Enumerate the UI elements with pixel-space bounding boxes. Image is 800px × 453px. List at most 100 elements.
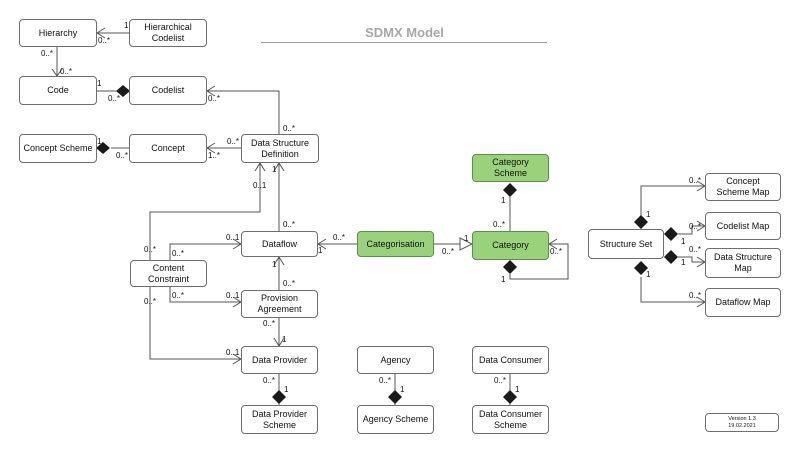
mult-label: 0..* [227,137,240,146]
version-label: Version 1.3 [728,415,756,422]
node-category-scheme[interactable]: Category Scheme [472,154,549,182]
mult-label: 0..* [108,94,121,103]
mult-label: 0..* [41,49,54,58]
node-codelist-map[interactable]: Codelist Map [705,212,781,240]
node-dataflow-map[interactable]: Dataflow Map [705,288,781,317]
node-categorisation[interactable]: Categorisation [357,231,434,257]
arrowhead-cc-dsd [254,162,266,172]
mult-label: 0..* [60,67,73,76]
diamond-category-self [503,260,517,274]
node-data-structure-definition[interactable]: Data Structure Definition [241,134,319,163]
mult-label: 1 [681,258,686,267]
diamond-agency-scheme [388,390,402,404]
connector-cc-dsd [149,163,261,260]
mult-label: 0..* [494,376,507,385]
arrowhead-dataflow [317,238,327,250]
node-provision-agreement[interactable]: Provision Agreement [241,290,318,318]
mult-label: 0..* [283,220,296,229]
mult-label: 0..* [493,220,506,229]
mult-label: 0..* [379,376,392,385]
mult-label: 0..1 [226,291,240,300]
mult-label: 1 [646,270,651,279]
mult-label: 0..* [333,233,346,242]
arrowhead-category-self [548,238,558,250]
node-data-consumer-scheme[interactable]: Data Consumer Scheme [472,405,549,434]
mult-label: 1 [97,79,102,88]
mult-label: 1 [501,275,506,284]
diamond-dc-scheme [503,390,517,404]
arrowhead-hcl [96,27,106,39]
mult-label: 0..* [263,319,276,328]
node-content-constraint[interactable]: Content Constraint [130,260,207,287]
node-concept-scheme[interactable]: Concept Scheme [19,134,97,163]
node-hierarchy[interactable]: Hierarchy [19,19,97,47]
mult-label: 0..1 [226,348,240,357]
diamond-dp-scheme [272,390,286,404]
node-data-provider[interactable]: Data Provider [241,346,318,374]
connector-ss-dfm [640,277,705,303]
mult-label: 0..* [689,222,702,231]
node-structure-set[interactable]: Structure Set [588,229,664,259]
arrowhead-codelist [206,85,216,97]
mult-label: 0..* [283,279,296,288]
node-code[interactable]: Code [19,76,97,105]
version-box: Version 1.3 19.02.2021 [705,413,779,432]
mult-label: 0..1 [253,181,267,190]
mult-label: 0..* [263,376,276,385]
node-agency[interactable]: Agency [357,346,434,374]
mult-label: 0..* [689,245,702,254]
mult-label: 1 [515,385,520,394]
arrowhead-dsd [273,162,285,172]
node-hierarchical-codelist[interactable]: Hierarchical Codelist [129,19,207,47]
mult-label: 0..* [550,247,563,256]
diagram-title: SDMX Model [365,25,444,40]
node-codelist[interactable]: Codelist [129,76,207,105]
mult-label: 0..* [172,291,185,300]
mult-label: 0..* [98,36,111,45]
mult-label: 1 [282,335,287,344]
triangle-category [459,237,474,251]
mult-label: 1 [464,234,469,243]
title-underline [261,42,547,43]
mult-label: 1 [400,385,405,394]
mult-label: 0..* [172,249,185,258]
connector-ss-clm [678,225,705,235]
mult-label: 1 [272,165,277,174]
diamond-codelist [116,85,130,97]
mult-label: 0..* [116,151,129,160]
node-data-consumer[interactable]: Data Consumer [472,346,549,374]
node-data-structure-map[interactable]: Data Structure Map [705,248,781,278]
connector-codelist-dsd [207,90,280,134]
connector-ss-csm [640,185,705,216]
diamond-ss-csm [634,215,648,229]
node-concept[interactable]: Concept [129,134,207,163]
mult-label: 0..* [689,176,702,185]
mult-label: 1 [681,237,686,246]
node-category[interactable]: Category [472,231,549,260]
arrowhead-concept [206,142,216,154]
mult-label: 0..* [689,291,702,300]
mult-label: 1 [124,21,129,30]
node-concept-scheme-map[interactable]: Concept Scheme Map [705,173,781,201]
connector-cc-dp [149,287,241,360]
mult-label: 1 [272,260,277,269]
node-dataflow[interactable]: Dataflow [241,231,318,257]
connector-ss-dsm [678,256,705,263]
diamond-ss-dsm [664,250,678,264]
mult-label: 1 [318,246,323,255]
mult-label: 0..* [208,94,221,103]
mult-label: 0..* [144,297,157,306]
mult-label: 0..1 [226,233,240,242]
diamond-category-scheme [503,183,517,197]
mult-label: 1..* [208,151,221,160]
arrowhead-pa-dataflow [273,256,285,266]
node-agency-scheme[interactable]: Agency Scheme [357,405,434,434]
mult-label: 0..* [442,247,455,256]
mult-label: 0..* [283,124,296,133]
node-data-provider-scheme[interactable]: Data Provider Scheme [241,405,318,434]
diamond-ss-dfm [634,261,648,275]
mult-label: 1 [284,385,289,394]
connector-cc-dataflow [169,243,241,260]
